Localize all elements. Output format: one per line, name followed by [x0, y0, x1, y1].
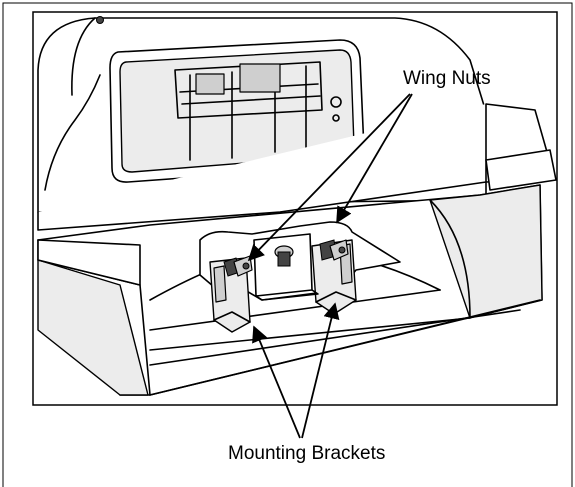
- wing-nuts-arrow-left: [247, 93, 411, 262]
- wing-nuts-label: Wing Nuts: [403, 68, 491, 89]
- mounting-brackets-arrow-left: [252, 325, 301, 439]
- wing-nut-left: [223, 255, 253, 277]
- wing-nut-right: [319, 239, 349, 261]
- mounting-brackets-label: Mounting Brackets: [228, 443, 385, 464]
- scanner-mount-line-drawing-icon: [32, 11, 558, 406]
- wing-nuts-arrow-right: [336, 93, 413, 224]
- right-flange: [485, 149, 557, 191]
- center-bolt: [274, 245, 294, 267]
- right-wall: [429, 184, 543, 319]
- mounting-brackets-arrow-right: [301, 302, 340, 439]
